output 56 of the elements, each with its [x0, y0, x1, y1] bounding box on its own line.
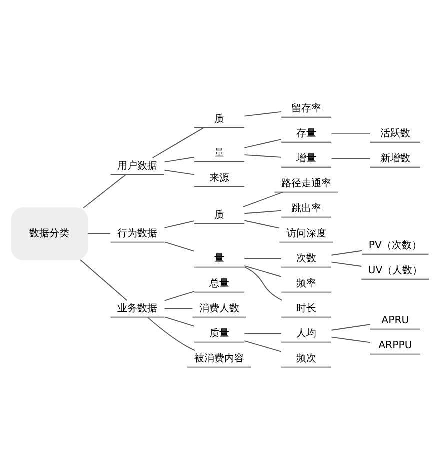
- node-text: ARPPU: [378, 340, 412, 352]
- node-text: 访问深度: [286, 228, 327, 240]
- connector: [331, 324, 371, 331]
- node-text: 被消费内容: [194, 354, 245, 365]
- connector: [331, 158, 371, 160]
- node-text: 次数: [296, 254, 317, 265]
- node-text: 跳出率: [292, 204, 322, 215]
- connector: [152, 127, 205, 158]
- connector: [83, 174, 126, 209]
- node-text: 频率: [296, 278, 317, 290]
- node-box: 数据分类: [11, 208, 88, 260]
- connector: [244, 139, 282, 148]
- node-text: 增量: [296, 154, 317, 165]
- connector: [331, 336, 371, 344]
- connector: [244, 111, 282, 117]
- connector: [164, 308, 194, 310]
- node-text: PV（次数）: [368, 240, 422, 252]
- connector: [164, 170, 195, 176]
- node-text: 人均: [296, 328, 317, 340]
- connector: [164, 291, 195, 302]
- node-text: UV（人数）: [368, 266, 423, 277]
- node-text: 来源: [210, 173, 230, 184]
- connector: [244, 266, 283, 302]
- connector: [164, 316, 195, 327]
- connector: [242, 192, 284, 208]
- node-text: 用户数据: [118, 161, 158, 172]
- node-text: 存量: [296, 128, 317, 140]
- connector: [244, 266, 282, 278]
- connector: [244, 340, 282, 352]
- connector: [331, 262, 362, 267]
- connector: [164, 156, 195, 163]
- node-text: 时长: [296, 304, 317, 315]
- connector: [147, 316, 196, 352]
- node-text: 活跃数: [380, 128, 410, 140]
- node-text: 质: [214, 210, 225, 222]
- node-text: 总量: [210, 278, 230, 290]
- node-text: 留存率: [292, 104, 322, 115]
- node-text: 量: [214, 148, 225, 160]
- node-text: 质量: [210, 328, 230, 340]
- node-text: 业务数据: [118, 304, 158, 315]
- connector: [244, 154, 282, 158]
- node-text: 路径走通率: [282, 178, 332, 190]
- connector: [331, 250, 362, 256]
- connector: [244, 210, 282, 214]
- connector: [164, 220, 195, 228]
- node-text: 频次: [296, 354, 317, 365]
- connector: [80, 260, 128, 302]
- connector: [244, 220, 280, 229]
- node-text: APRU: [382, 316, 410, 327]
- connector: [244, 258, 282, 260]
- node-text: 消费人数: [200, 304, 240, 315]
- node-text: 量: [214, 254, 225, 265]
- node-text: 行为数据: [118, 228, 158, 240]
- node-text: 质: [214, 114, 225, 125]
- connector: [164, 242, 195, 252]
- node-text: 新增数: [380, 154, 410, 165]
